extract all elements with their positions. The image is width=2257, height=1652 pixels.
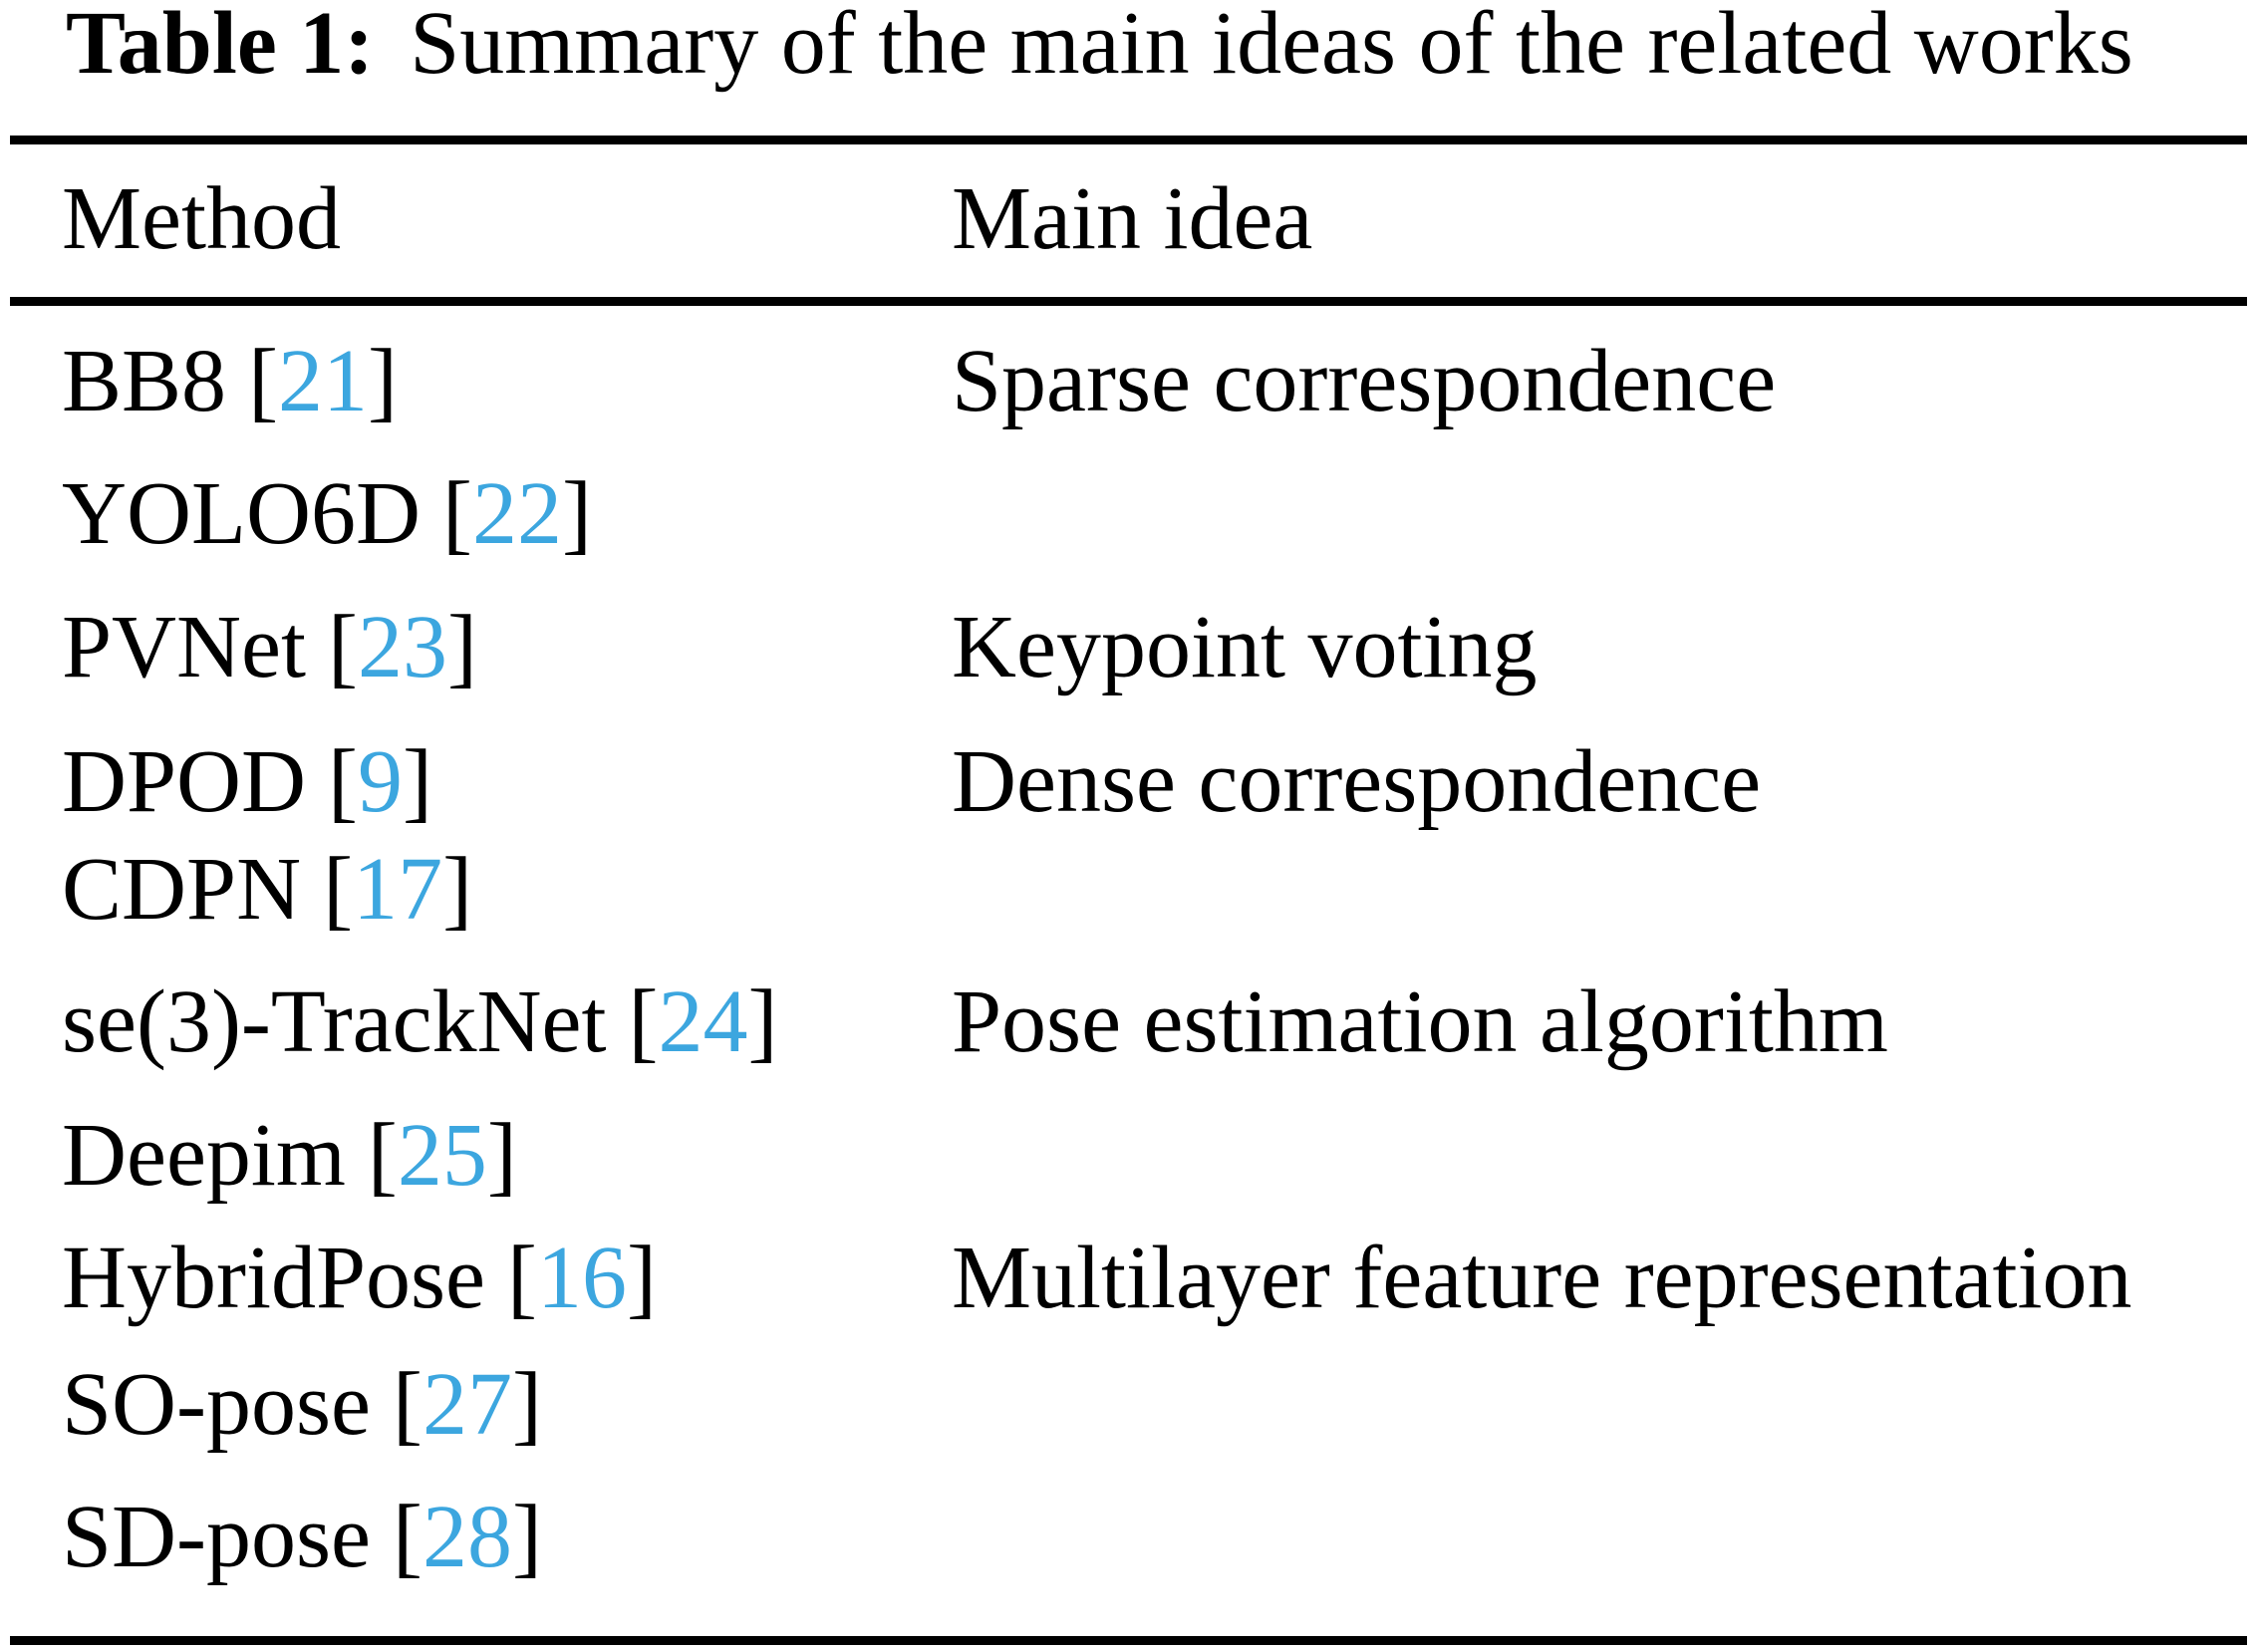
citation-link[interactable]: 25 — [397, 1106, 487, 1205]
citation-link[interactable]: 16 — [536, 1229, 627, 1327]
caption-text: Summary of the main ideas of the related… — [410, 0, 2133, 93]
citation-link[interactable]: 24 — [658, 972, 748, 1071]
table-caption: Table 1: Summary of the main ideas of the… — [66, 0, 2133, 93]
citation-bracket: 21 — [248, 332, 398, 430]
header-rule — [10, 297, 2247, 306]
method-name: Deepim — [62, 1106, 346, 1205]
citation-bracket: 16 — [507, 1229, 657, 1327]
method-cell: DPOD 9 — [62, 732, 432, 831]
method-name: DPOD — [62, 732, 307, 831]
main-idea-cell: Dense correspondence — [952, 732, 1762, 831]
method-cell: se(3)-TrackNet 24 — [62, 972, 777, 1071]
method-cell: HybridPose 16 — [62, 1229, 657, 1327]
column-header-main-idea: Main idea — [952, 169, 1313, 268]
citation-link[interactable]: 17 — [353, 840, 443, 939]
method-cell: SO-pose 27 — [62, 1355, 542, 1454]
main-idea-cell: Keypoint voting — [952, 598, 1538, 696]
citation-link[interactable]: 23 — [357, 598, 447, 696]
citation-link[interactable]: 22 — [471, 464, 562, 563]
citation-bracket: 25 — [368, 1106, 517, 1205]
method-name: PVNet — [62, 598, 306, 696]
top-rule — [10, 136, 2247, 144]
citation-bracket: 22 — [442, 464, 592, 563]
method-cell: YOLO6D 22 — [62, 464, 592, 563]
column-header-method: Method — [62, 169, 341, 268]
main-idea-cell: Multilayer feature representation — [952, 1229, 2132, 1327]
citation-link[interactable]: 28 — [422, 1488, 512, 1586]
method-name: SO-pose — [62, 1355, 371, 1454]
method-name: YOLO6D — [62, 464, 421, 563]
citation-bracket: 9 — [328, 732, 432, 831]
method-name: CDPN — [62, 840, 302, 939]
citation-bracket: 17 — [323, 840, 472, 939]
main-idea-cell: Sparse correspondence — [952, 332, 1777, 430]
citation-link[interactable]: 9 — [358, 732, 404, 831]
main-idea-cell: Pose estimation algorithm — [952, 972, 1888, 1071]
citation-bracket: 28 — [393, 1488, 542, 1586]
method-cell: PVNet 23 — [62, 598, 477, 696]
method-name: HybridPose — [62, 1229, 485, 1327]
method-cell: SD-pose 28 — [62, 1488, 542, 1586]
citation-bracket: 27 — [393, 1355, 542, 1454]
method-name: SD-pose — [62, 1488, 371, 1586]
method-cell: BB8 21 — [62, 332, 398, 430]
method-cell: Deepim 25 — [62, 1106, 517, 1205]
method-cell: CDPN 17 — [62, 840, 472, 939]
citation-link[interactable]: 21 — [278, 332, 369, 430]
citation-bracket: 23 — [328, 598, 477, 696]
citation-bracket: 24 — [629, 972, 778, 1071]
method-name: se(3)-TrackNet — [62, 972, 607, 1071]
bottom-rule — [10, 1636, 2247, 1645]
method-name: BB8 — [62, 332, 227, 430]
caption-label: Table 1: — [66, 0, 375, 93]
citation-link[interactable]: 27 — [422, 1355, 512, 1454]
